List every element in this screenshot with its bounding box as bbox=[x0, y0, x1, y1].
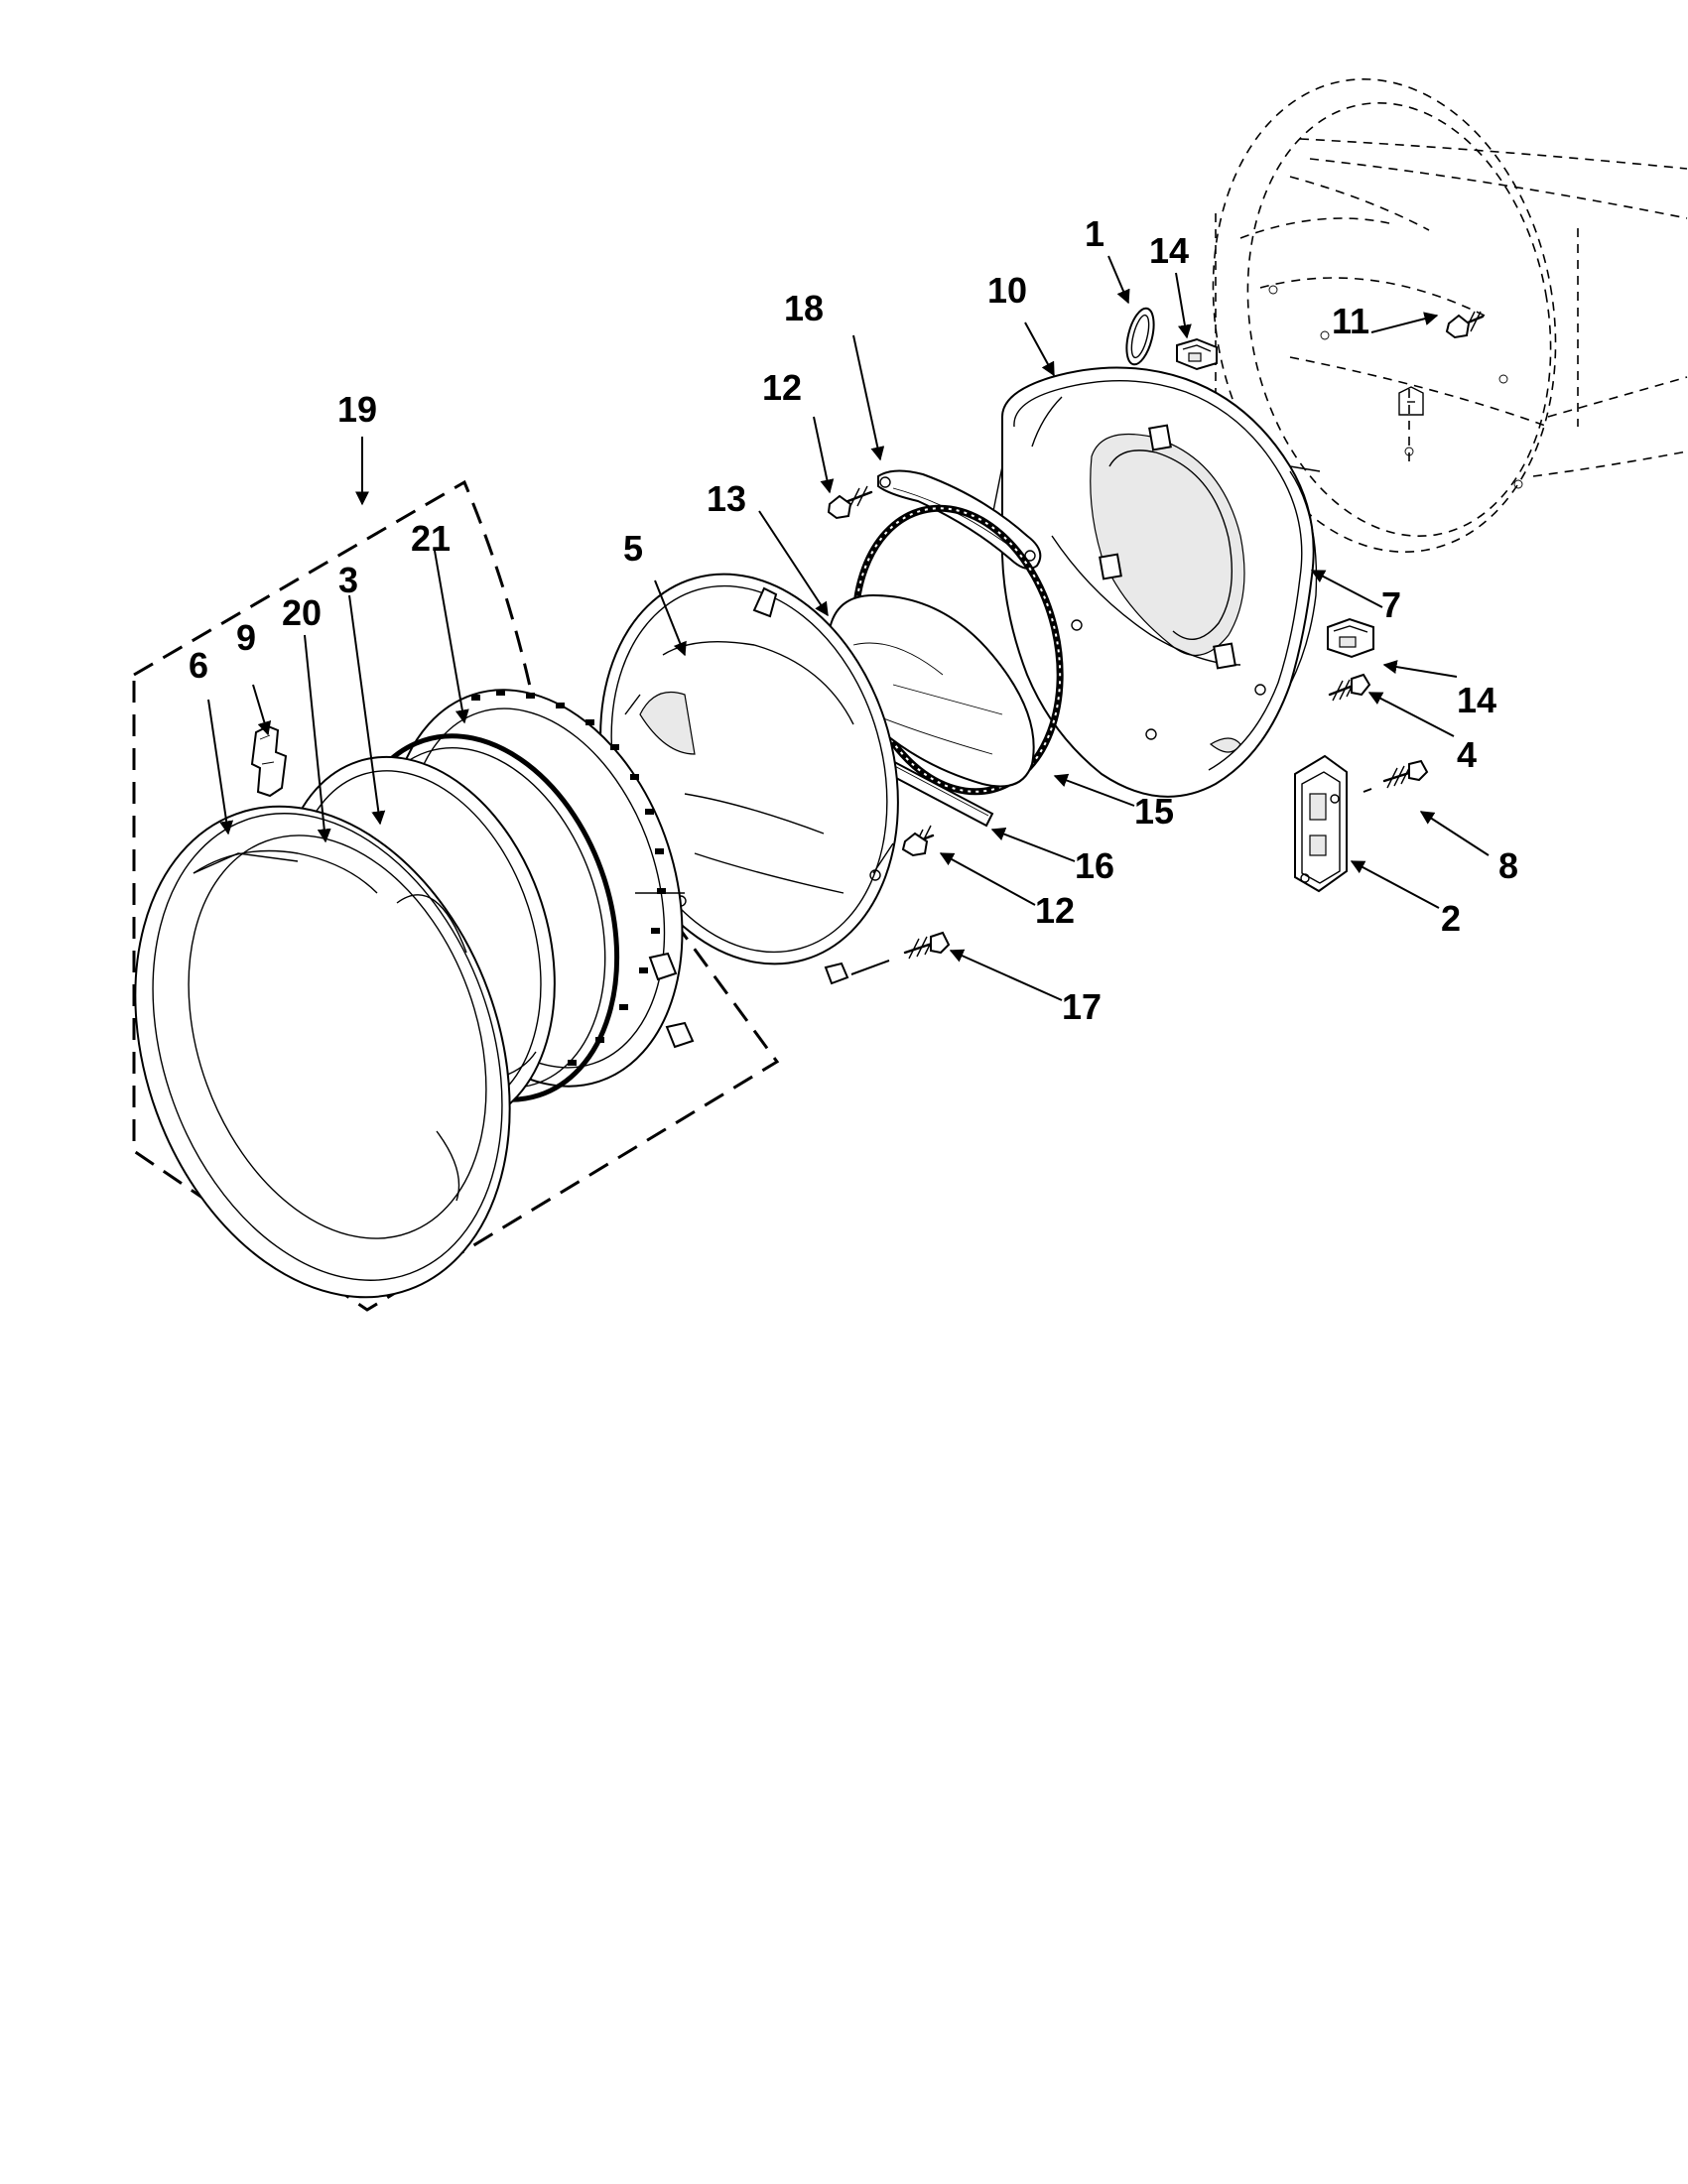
callout-18: 18 bbox=[784, 288, 824, 328]
part-6-outer-door bbox=[134, 805, 511, 1299]
callout-7: 7 bbox=[1381, 584, 1401, 625]
callout-13: 13 bbox=[707, 478, 746, 519]
callout-4: 4 bbox=[1457, 734, 1477, 775]
part-17-screw bbox=[850, 931, 951, 975]
callout-3: 3 bbox=[338, 560, 358, 600]
leader-lines bbox=[207, 255, 1490, 1001]
callout-16: 16 bbox=[1075, 845, 1114, 886]
part-12-screw-lower bbox=[901, 825, 935, 857]
callout-1: 1 bbox=[1085, 213, 1104, 254]
callout-2: 2 bbox=[1441, 898, 1461, 939]
callout-17: 17 bbox=[1062, 986, 1102, 1027]
part-14-clip-lower bbox=[1327, 617, 1374, 659]
part-7-seal-strip bbox=[1289, 470, 1318, 686]
cabinet-outline-ghost bbox=[1212, 78, 1688, 553]
part-4-screw bbox=[1328, 673, 1371, 702]
callout-10: 10 bbox=[987, 270, 1027, 311]
callout-15: 15 bbox=[1134, 791, 1174, 832]
part-12-screw-upper bbox=[827, 485, 873, 520]
part-1-oval-badge bbox=[1125, 307, 1155, 366]
callout-12-upper: 12 bbox=[762, 367, 802, 408]
part-11-screw bbox=[1445, 311, 1485, 339]
callout-14-lower: 14 bbox=[1457, 680, 1496, 720]
part-8-screw bbox=[1363, 759, 1429, 793]
callout-5: 5 bbox=[623, 528, 643, 569]
callout-8: 8 bbox=[1498, 845, 1518, 886]
callout-19: 19 bbox=[337, 389, 377, 430]
callout-14-upper: 14 bbox=[1149, 230, 1189, 271]
callout-21: 21 bbox=[411, 518, 451, 559]
callout-6: 6 bbox=[189, 645, 208, 686]
callout-11: 11 bbox=[1332, 301, 1369, 341]
part-10-front-panel bbox=[991, 366, 1321, 798]
part-2-hinge bbox=[1294, 754, 1348, 893]
callout-9: 9 bbox=[236, 617, 256, 658]
callout-12-lower: 12 bbox=[1035, 890, 1075, 931]
callout-labels: 1 14 10 18 11 12 19 13 21 5 3 20 9 6 7 1… bbox=[189, 213, 1518, 1027]
part-14-clip-upper bbox=[1176, 337, 1218, 371]
part-9-latch bbox=[250, 724, 288, 798]
part-18-bracket bbox=[877, 469, 1042, 571]
callout-20: 20 bbox=[282, 592, 322, 633]
